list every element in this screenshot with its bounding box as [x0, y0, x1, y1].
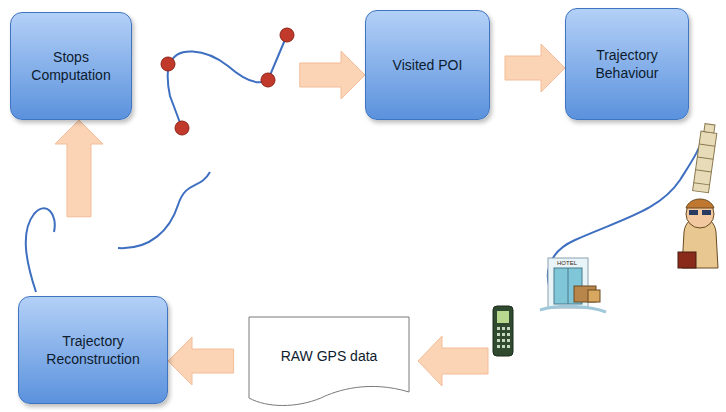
- trajectory-line: [168, 35, 287, 128]
- block-arrow: [418, 336, 488, 386]
- process-box: Trajectory Behaviour: [565, 8, 689, 120]
- node-label: Stops Computation: [19, 48, 123, 84]
- tower-icon: [693, 123, 718, 193]
- hotel-icon: [540, 258, 606, 312]
- block-arrow: [300, 51, 365, 99]
- icon-label: HOTEL: [556, 260, 578, 266]
- process-box: Visited POI: [365, 10, 490, 120]
- tourist-icon: [678, 199, 718, 268]
- block-arrow: [55, 120, 103, 217]
- process-box: Stops Computation: [10, 12, 132, 120]
- stop-dot: [161, 57, 175, 71]
- squiggle-line: [118, 172, 210, 248]
- process-box: Trajectory Reconstruction: [18, 296, 168, 404]
- stop-dot: [175, 121, 189, 135]
- document-shape: RAW GPS data: [248, 316, 410, 406]
- phone-icon: [493, 306, 513, 356]
- stop-dot: [261, 73, 275, 87]
- block-arrow: [505, 44, 565, 92]
- node-label: Trajectory Behaviour: [574, 46, 680, 82]
- node-label: Visited POI: [393, 56, 463, 74]
- node-label: Trajectory Reconstruction: [27, 332, 159, 368]
- stop-dot: [280, 28, 294, 42]
- node-label: RAW GPS data: [281, 347, 378, 365]
- squiggle-line: [26, 208, 55, 292]
- block-arrow: [168, 337, 234, 385]
